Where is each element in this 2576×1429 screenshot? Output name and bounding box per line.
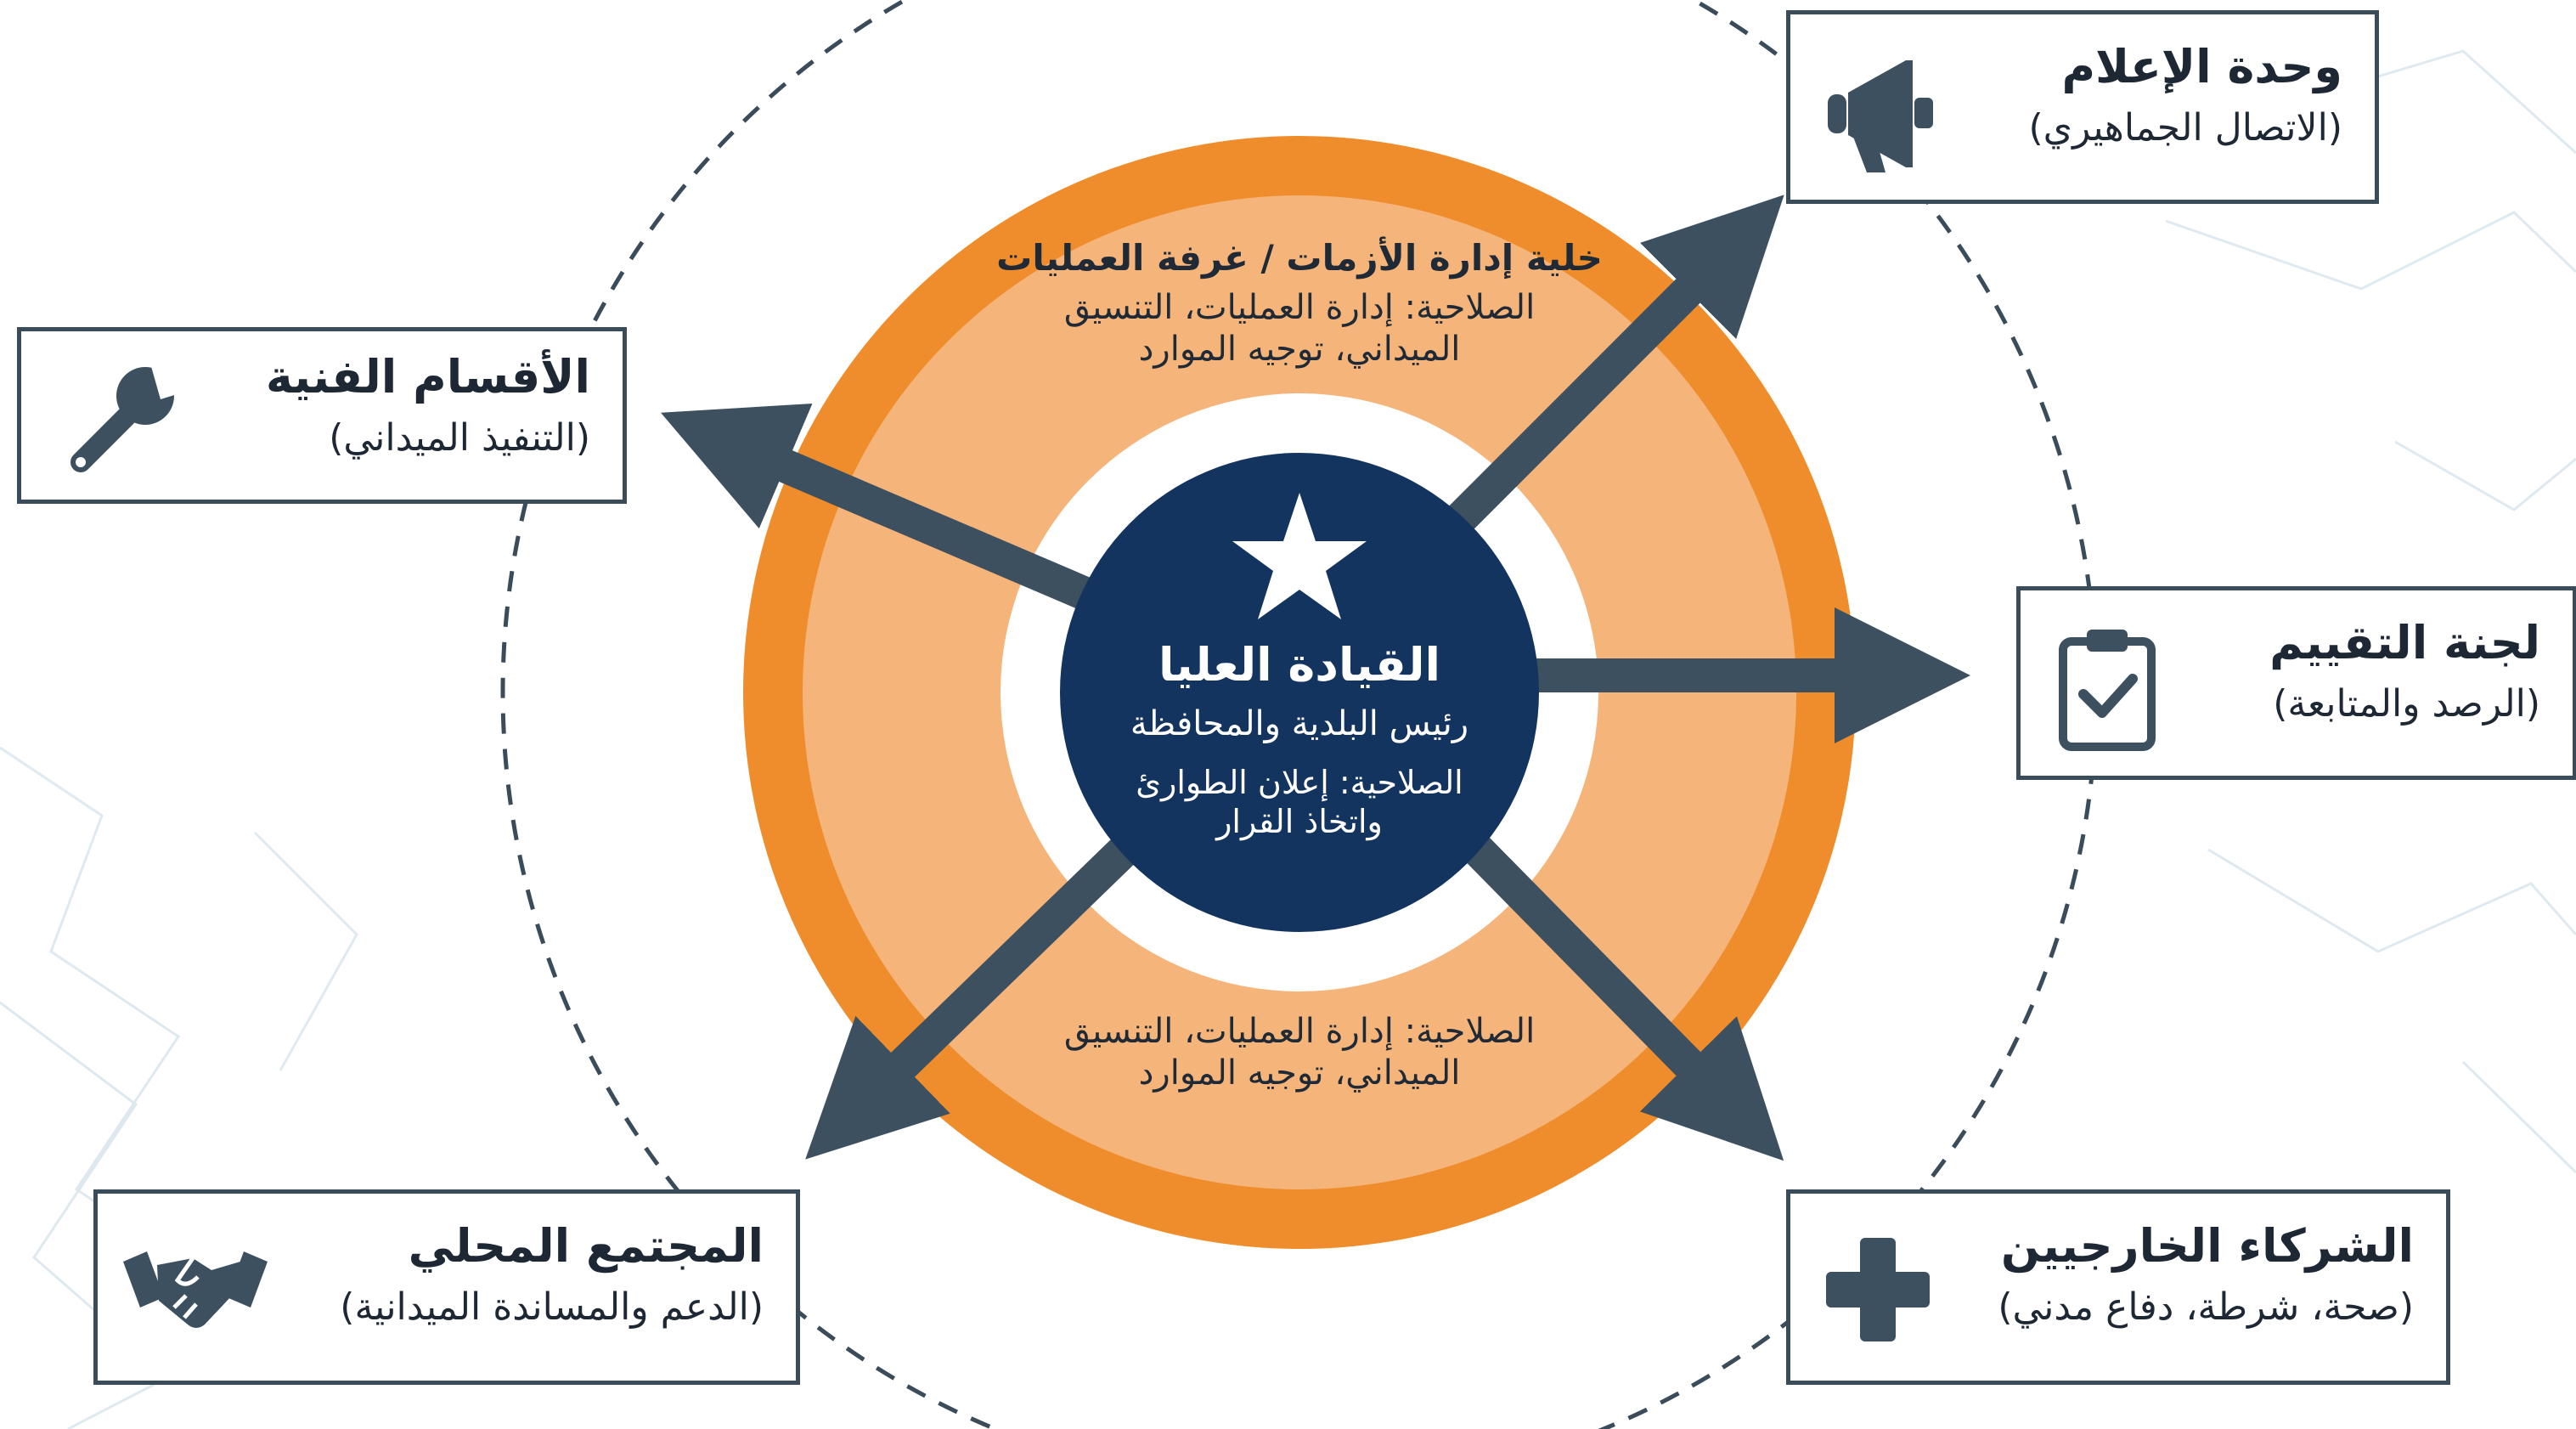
leadership-core-circle <box>1060 453 1539 932</box>
handshake-icon <box>123 1251 268 1328</box>
crisis-cell-authority-top-line1: الصلاحية: إدارة العمليات، التنسيق <box>1063 288 1536 327</box>
wrench-icon <box>70 364 183 472</box>
evaluation-committee-box: لجنة التقييم (الرصد والمتابعة) <box>2016 586 2576 780</box>
local-community-subtitle: (الدعم والمساندة الميدانية) <box>340 1285 764 1329</box>
technical-departments-title: الأقسام الفنية <box>265 350 590 404</box>
arrow-to-community <box>805 820 1154 1160</box>
core-authority-line1: الصلاحية: إعلان الطوارئ <box>1136 764 1463 801</box>
crisis-cell-authority-bottom-line2: الميداني، توجيه الموارد <box>1138 1053 1461 1093</box>
external-partners-box: الشركاء الخارجيين (صحة، شرطة، دفاع مدني) <box>1786 1189 2450 1385</box>
clipboard-check-icon <box>2059 630 2156 751</box>
arrow-to-technical <box>661 403 1094 611</box>
local-community-title: المجتمع المحلي <box>408 1219 764 1273</box>
media-unit-subtitle: (الاتصال الجماهيري) <box>2028 106 2343 150</box>
external-partners-title: الشركاء الخارجيين <box>2000 1219 2414 1273</box>
media-unit-title: وحدة الإعلام <box>2061 40 2342 93</box>
arrow-to-partners <box>1448 820 1784 1161</box>
core-authority-line2: واتخاذ القرار <box>1216 803 1383 841</box>
evaluation-committee-subtitle: (الرصد والمتابعة) <box>2273 682 2540 726</box>
core-authority: الصلاحية: إعلان الطوارئ واتخاذ القرار <box>1096 763 1503 842</box>
technical-departments-box: الأقسام الفنية (التنفيذ الميداني) <box>17 327 627 504</box>
medical-cross-icon <box>1826 1238 1930 1341</box>
local-community-box: المجتمع المحلي (الدعم والمساندة الميداني… <box>93 1189 800 1385</box>
star-icon <box>1232 493 1367 619</box>
media-unit-box: وحدة الإعلام (الاتصال الجماهيري) <box>1786 10 2379 204</box>
evaluation-committee-title: لجنة التقييم <box>2269 616 2540 669</box>
technical-departments-subtitle: (التنفيذ الميداني) <box>329 416 590 460</box>
crisis-cell-authority-top: الصلاحية: إدارة العمليات، التنسيق الميدا… <box>985 287 1614 370</box>
megaphone-icon <box>1828 60 1933 172</box>
arrow-to-media <box>1448 195 1784 531</box>
core-subtitle: رئيس البلدية والمحافظة <box>1130 704 1469 743</box>
core-title: القيادة العليا <box>1158 638 1440 692</box>
crisis-cell-title: خلية إدارة الأزمات / غرفة العمليات <box>996 237 1603 279</box>
crisis-cell-authority-bottom-line1: الصلاحية: إدارة العمليات، التنسيق <box>1063 1012 1536 1051</box>
crisis-cell-authority-bottom: الصلاحية: إدارة العمليات، التنسيق الميدا… <box>985 1011 1614 1094</box>
crisis-cell-authority-top-line2: الميداني، توجيه الموارد <box>1138 329 1461 369</box>
external-partners-subtitle: (صحة، شرطة، دفاع مدني) <box>1998 1285 2414 1329</box>
